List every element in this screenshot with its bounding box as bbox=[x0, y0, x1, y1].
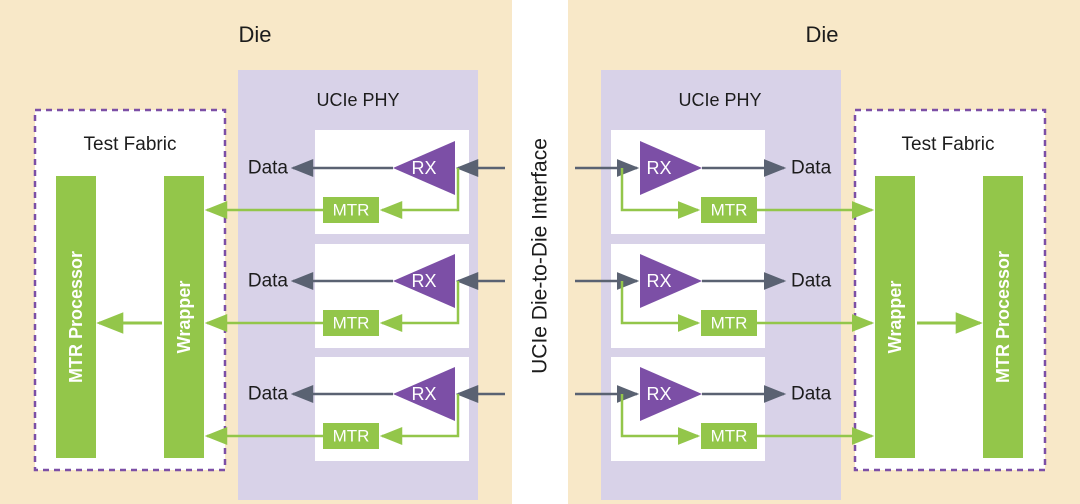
left-mtr-processor-bar bbox=[56, 176, 96, 458]
left-lane-3-rx-icon bbox=[393, 367, 455, 421]
left-mtr-processor-label: MTR Processor bbox=[66, 251, 86, 383]
right-mtr-processor-label: MTR Processor bbox=[993, 251, 1013, 383]
right-lane-1-rx-label: RX bbox=[646, 158, 671, 178]
right-lane-3-rx-label: RX bbox=[646, 384, 671, 404]
right-lane-1-mtr-label: MTR bbox=[711, 201, 748, 220]
left-lane-3-mtr-box bbox=[323, 423, 379, 449]
left-lane-1-tap-arrow bbox=[379, 168, 460, 219]
left-lane-1-data-label: Data bbox=[248, 158, 289, 179]
right-lane-3-rx-icon bbox=[640, 367, 702, 421]
right-lane-3-data-label: Data bbox=[791, 384, 832, 405]
left-lane-2-mtr-label: MTR bbox=[333, 314, 370, 333]
right-mtr-processor-bar bbox=[983, 176, 1023, 458]
right-wrapper-bar bbox=[875, 176, 915, 458]
right-lane-1-rx-icon bbox=[640, 141, 702, 195]
left-wrapper-label: Wrapper bbox=[174, 281, 194, 354]
right-lane-2-mtr-label: MTR bbox=[711, 314, 748, 333]
right-lane-2-rx-label: RX bbox=[646, 271, 671, 291]
left-lane-1-mtr-label: MTR bbox=[333, 201, 370, 220]
right-lane-1-tap-arrow bbox=[620, 168, 701, 219]
right-lane-3-mtr-box bbox=[701, 423, 757, 449]
right-wrapper-label: Wrapper bbox=[885, 281, 905, 354]
left-lane-2-rx-label: RX bbox=[411, 271, 436, 291]
right-phy-title: UCIe PHY bbox=[678, 90, 761, 110]
right-lane-2-mtr-box bbox=[701, 310, 757, 336]
right-lane-2-rx-icon bbox=[640, 254, 702, 308]
right-die-title: Die bbox=[805, 22, 838, 47]
right-lane-2-data-label: Data bbox=[791, 271, 832, 292]
interface-label: UCIe Die-to-Die Interface bbox=[529, 138, 552, 374]
left-lane-2-data-label: Data bbox=[248, 271, 289, 292]
left-lane-1-rx-icon bbox=[393, 141, 455, 195]
right-lane-2-tap-arrow bbox=[620, 281, 701, 332]
left-die-title: Die bbox=[238, 22, 271, 47]
left-lane-3-tap-arrow bbox=[379, 394, 460, 445]
right-lane-1-data-label: Data bbox=[791, 158, 832, 179]
right-fabric-title: Test Fabric bbox=[902, 134, 995, 155]
left-lane-3-rx-label: RX bbox=[411, 384, 436, 404]
left-wrapper-bar bbox=[164, 176, 204, 458]
right-lane-3-mtr-label: MTR bbox=[711, 427, 748, 446]
left-lane-3-mtr-label: MTR bbox=[333, 427, 370, 446]
right-lane-1-mtr-box bbox=[701, 197, 757, 223]
left-lane-1-mtr-box bbox=[323, 197, 379, 223]
left-lane-2-tap-arrow bbox=[379, 281, 460, 332]
left-phy-title: UCIe PHY bbox=[316, 90, 399, 110]
left-lane-1-rx-label: RX bbox=[411, 158, 436, 178]
right-lane-3-tap-arrow bbox=[620, 394, 701, 445]
left-lane-3-data-label: Data bbox=[248, 384, 289, 405]
left-fabric-title: Test Fabric bbox=[84, 134, 177, 155]
left-lane-2-rx-icon bbox=[393, 254, 455, 308]
left-lane-2-mtr-box bbox=[323, 310, 379, 336]
